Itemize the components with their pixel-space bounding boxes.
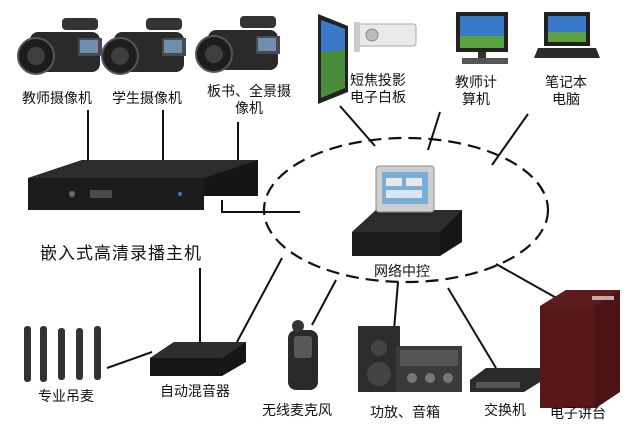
amplifier-speaker-label: 功放、音箱 bbox=[370, 405, 440, 421]
mixer-to-ring-line bbox=[236, 257, 283, 343]
amplifier-line bbox=[393, 281, 399, 331]
projector-label-line2: 电子白板 bbox=[350, 90, 406, 106]
mic-to-mixer-line bbox=[106, 351, 153, 369]
network-ring bbox=[262, 136, 550, 284]
recorder-host-label: 嵌入式高清录播主机 bbox=[40, 244, 202, 264]
podium-line bbox=[495, 263, 561, 301]
wireless-mic-icon bbox=[288, 320, 318, 390]
board-camera-icon bbox=[195, 16, 280, 73]
switch-label: 交换机 bbox=[484, 403, 526, 419]
microphones-icon bbox=[24, 326, 101, 382]
projector-label: 短焦投影 电子白板 bbox=[340, 73, 416, 107]
whiteboard-projector-icon bbox=[318, 14, 417, 104]
projector-label-line1: 短焦投影 bbox=[350, 73, 406, 89]
recorder-host-icon bbox=[28, 160, 258, 210]
laptop-label-line2: 电脑 bbox=[552, 92, 580, 108]
network-control-icon bbox=[352, 165, 462, 256]
microphones-label: 专业吊麦 bbox=[38, 389, 94, 405]
laptop-label-line1: 笔记本 bbox=[545, 75, 587, 91]
podium-icon bbox=[540, 290, 620, 408]
amplifier-speaker-icon bbox=[358, 326, 462, 392]
teacher-computer-icon bbox=[456, 12, 508, 64]
board-camera-label-line1: 板书、全景摄 bbox=[207, 84, 291, 100]
network-control-label: 网络中控 bbox=[374, 264, 430, 280]
podium-label: 电子讲台 bbox=[550, 406, 606, 422]
switch-icon bbox=[470, 368, 540, 392]
student-camera-label: 学生摄像机 bbox=[112, 91, 182, 107]
board-camera-label-line2: 像机 bbox=[235, 101, 263, 117]
switch-line bbox=[447, 287, 497, 369]
board-camera-label: 板书、全景摄 像机 bbox=[204, 84, 294, 118]
projector-line bbox=[339, 105, 376, 147]
teacher-pc-line bbox=[427, 111, 441, 151]
mixer-label: 自动混音器 bbox=[160, 384, 230, 400]
mixer-icon bbox=[150, 342, 246, 376]
student-camera-icon bbox=[101, 18, 186, 75]
laptop-line bbox=[491, 113, 529, 166]
connection-lines bbox=[87, 105, 561, 369]
teacher-pc-label-line2: 算机 bbox=[462, 92, 490, 108]
teacher-camera-label: 教师摄像机 bbox=[22, 91, 92, 107]
laptop-icon bbox=[534, 12, 600, 58]
laptop-label: 笔记本 电脑 bbox=[536, 75, 596, 109]
host-to-ring-line bbox=[221, 200, 300, 213]
wireless-line bbox=[311, 279, 337, 326]
teacher-pc-label: 教师计 算机 bbox=[448, 75, 504, 109]
teacher-camera-icon bbox=[17, 18, 102, 75]
teacher-pc-label-line1: 教师计 bbox=[455, 75, 497, 91]
wireless-mic-label: 无线麦克风 bbox=[262, 403, 332, 419]
